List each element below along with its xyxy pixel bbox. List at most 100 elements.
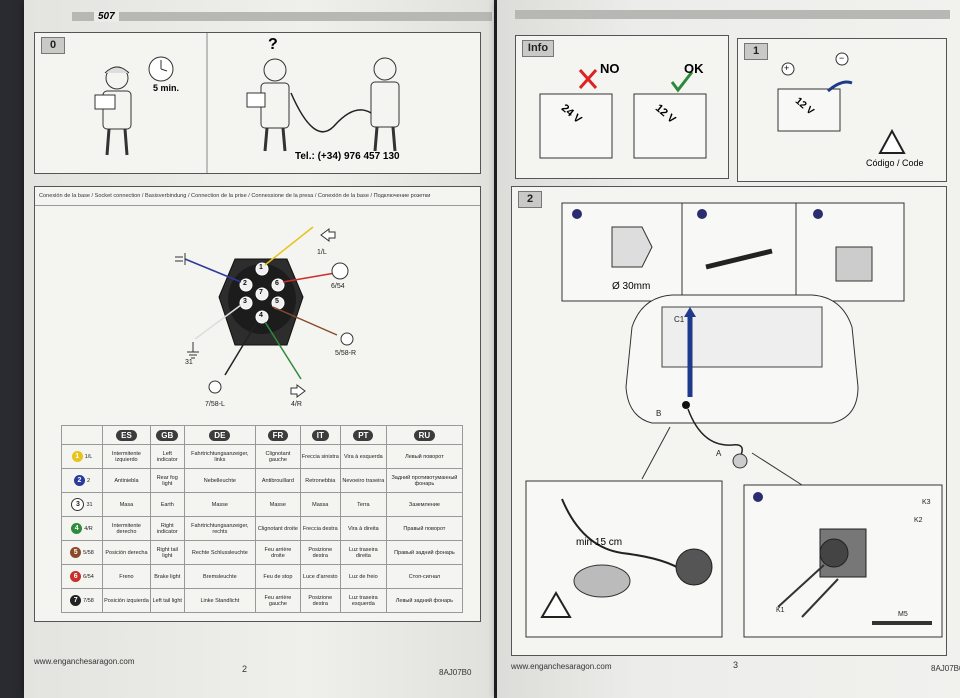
pin-5: 5 <box>275 298 279 305</box>
table-cell: Massa <box>299 492 341 517</box>
left-page: 507 0 5 min. <box>24 0 494 698</box>
table-header-fr: FR <box>255 425 301 445</box>
pin-code: 5/58 <box>83 550 94 556</box>
table-cell: Retronebbia <box>299 468 341 493</box>
footer-url[interactable]: www.enganchesaragon.com <box>511 662 612 671</box>
table-cell: Posición derecha <box>102 540 151 565</box>
table-cell: Feu de stop <box>255 564 301 589</box>
socket-title: Conexión de la base / Socket connection … <box>39 193 431 199</box>
table-cell: Intermitente derecho <box>102 516 151 541</box>
pin-2: 2 <box>243 280 247 287</box>
table-cell: Masse <box>255 492 301 517</box>
table-cell: Brake light <box>149 564 185 589</box>
table-header-gb: GB <box>149 425 185 445</box>
pin-code: 4/R <box>84 526 93 532</box>
pin-number: 7 <box>70 595 82 606</box>
info-box: Info NO OK 24 V 12 V <box>515 35 729 179</box>
step-2-box: 2 <box>511 186 947 656</box>
table-cell: Vira à direita <box>339 516 387 541</box>
step-number: 0 <box>41 37 65 54</box>
table-header-de: DE <box>183 425 257 445</box>
lang-badge: ES <box>116 429 137 441</box>
drill-size: Ø 30mm <box>612 281 651 292</box>
table-cell: Nebelleuchte <box>183 468 257 493</box>
table-cell: Right tail light <box>149 540 185 565</box>
table-cell: Nevoeiro traseira <box>339 468 387 493</box>
pin-3: 3 <box>243 298 247 305</box>
socket-diagram <box>175 226 354 398</box>
label-m5: M5 <box>898 611 908 618</box>
table-header-es: ES <box>102 425 151 445</box>
lang-badge: IT <box>311 429 329 441</box>
question-mark: ? <box>268 36 278 53</box>
pin-7: 7 <box>259 289 263 296</box>
lang-badge: GB <box>156 429 179 441</box>
table-cell: Intermitente izquierdo <box>102 444 151 469</box>
page-number: 2 <box>242 664 248 674</box>
table-cell: Masse <box>183 492 257 517</box>
minus-label: − <box>839 53 845 63</box>
pin-code: 1/L <box>84 454 93 460</box>
battery-illustration <box>539 69 707 159</box>
table-cell: Linke Standlicht <box>183 588 257 613</box>
logo: 507 <box>94 11 119 22</box>
pin-6: 6 <box>275 280 279 287</box>
plus-label: + <box>784 63 790 73</box>
table-cell: Luce d'arresto <box>299 564 341 589</box>
pin-number: 5 <box>70 547 82 558</box>
header-bar <box>515 10 950 19</box>
table-cell: Rechte Schlussleuchte <box>183 540 257 565</box>
table-cell: Feu arrière gauche <box>255 588 301 613</box>
table-cell: Freccia sinistra <box>299 444 341 469</box>
table-cell: Vira à esquerda <box>339 444 387 469</box>
phone-number: Tel.: (+34) 976 457 130 <box>295 151 400 162</box>
label-k2: K2 <box>914 517 923 524</box>
table-cell: Правый задний фонарь <box>385 540 464 565</box>
label-c1: C1 <box>674 315 685 324</box>
pin-label-6: 6/54 <box>331 283 345 290</box>
pin-label-4: 4/R <box>291 401 302 408</box>
table-cell: Terra <box>339 492 387 517</box>
table-cell: Feu arrière droite <box>255 540 301 565</box>
table-cell: Стоп-сигнал <box>385 564 464 589</box>
table-cell: Fahrtrichtungsanzeiger, rechts <box>183 516 257 541</box>
step-number: 1 <box>744 43 768 60</box>
label-a: A <box>716 449 722 458</box>
table-cell: Левый поворот <box>385 444 464 469</box>
footer-url[interactable]: www.enganchesaragon.com <box>34 657 135 666</box>
label-k1: K1 <box>776 607 785 614</box>
ok-label: OK <box>684 61 704 76</box>
pin-code: 6/54 <box>83 574 94 580</box>
table-cell: Antiniebla <box>102 468 151 493</box>
no-label: NO <box>600 61 620 76</box>
page-number: 3 <box>733 660 739 670</box>
table-cell: Задний противотуманный фонарь <box>385 468 464 493</box>
lang-badge: DE <box>209 429 231 441</box>
pin-code: 2 <box>86 478 91 484</box>
table-cell: Posizione destra <box>299 588 341 613</box>
table-cell: Заземление <box>385 492 464 517</box>
table-cell: Right indicator <box>149 516 185 541</box>
lang-badge: RU <box>413 429 436 441</box>
pin-number: 3 <box>71 498 85 511</box>
socket-box: Conexión de la base / Socket connection … <box>34 186 481 622</box>
lang-badge: FR <box>267 429 289 441</box>
code-caption: Código / Code <box>866 158 924 168</box>
pin-number: 6 <box>70 571 82 582</box>
pin-label-5: 5/58-R <box>335 350 357 357</box>
table-cell: Luz traseira direita <box>339 540 387 565</box>
table-header-pt: PT <box>339 425 387 445</box>
table-cell: Earth <box>149 492 185 517</box>
